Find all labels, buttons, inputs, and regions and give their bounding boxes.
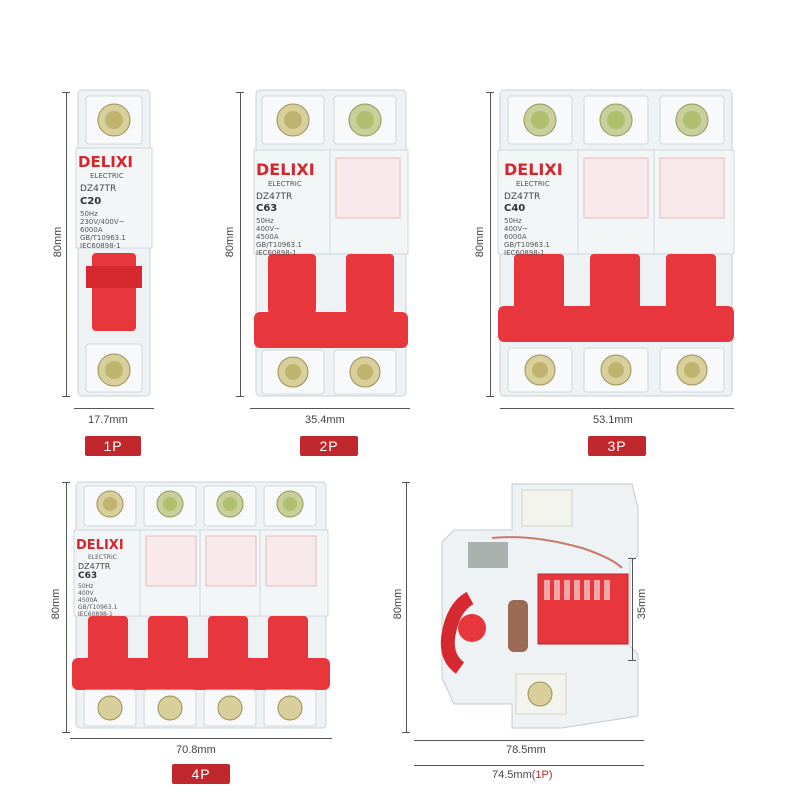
brand-logo: DELIXI [78,153,133,171]
rating-label: C40 [504,203,526,214]
height-dim-line [66,92,67,396]
rating-label: C20 [80,196,102,207]
breaker-2p-image [253,89,409,397]
dim-tick [62,482,70,483]
brand-subtitle: ELECTRIC [268,180,302,188]
breaker-side-view-image [440,483,639,729]
dim-tick [628,660,636,661]
dim-tick [486,396,494,397]
width-dim-line [74,408,154,409]
brand-logo: DELIXI [504,160,563,179]
breaker-4p-image [72,481,330,729]
brand-subtitle: ELECTRIC [516,180,550,188]
spec-text: 50Hz 230V/400V~ 6000A GB/T10963.1 IEC608… [80,210,126,250]
dim-tick [236,396,244,397]
depth-label: 78.5mm [506,744,546,756]
model-label: DZ47TR [256,192,293,202]
pole-badge-3p: 3P [588,436,646,456]
pole-badge-4p: 4P [172,764,230,784]
width-dim-line [70,738,332,739]
dim-tick [402,482,410,483]
width-label: 35.4mm [305,414,345,426]
height-dim-line [240,92,241,396]
pole-badge-2p: 2P [300,436,358,456]
model-label: DZ47TR [504,192,541,202]
width-dim-line [500,408,734,409]
width-label: 53.1mm [593,414,633,426]
spec-text: 50Hz 400V 4500A GB/T10963.1 IEC60898-1 [78,583,118,618]
inner-height-label: 35mm [636,588,648,620]
depth-1p-suffix: (1P) [531,769,553,781]
height-dim-line [490,92,491,396]
model-label: DZ47TR [78,562,111,571]
dim-tick [236,92,244,93]
brand-logo: DELIXI [76,538,124,553]
height-label: 80mm [224,226,236,258]
height-label: 80mm [50,588,62,620]
height-label: 80mm [392,588,404,620]
brand-logo: DELIXI [256,160,315,179]
spec-text: 50Hz 400V~ 4500A GB/T10963.1 IEC60898-1 [256,217,302,257]
height-dim-line [406,482,407,732]
inner-height-dim-line [632,558,633,660]
height-label: 80mm [474,226,486,258]
dim-tick [628,558,636,559]
height-label: 80mm [52,226,64,258]
dim-tick [62,732,70,733]
model-label: DZ47TR [80,184,117,194]
brand-subtitle: ELECTRIC [88,554,117,561]
height-dim-line [66,482,67,732]
brand-subtitle: ELECTRIC [90,172,124,180]
width-label: 70.8mm [176,744,216,756]
depth-1p-label: 74.5mm(1P) [492,769,553,781]
depth-dim-line [414,740,644,741]
dim-tick [486,92,494,93]
dim-tick [62,92,70,93]
dim-tick [62,396,70,397]
spec-text: 50Hz 400V~ 6000A GB/T10963.1 IEC60898-1 [504,217,550,257]
width-dim-line [250,408,410,409]
depth-1p-dim-line [414,765,644,766]
rating-label: C63 [256,203,278,214]
dim-tick [402,732,410,733]
breaker-3p-image [497,89,735,397]
depth-1p-value: 74.5mm [492,769,532,781]
rating-label: C63 [78,571,98,581]
breaker-1p-image [75,89,153,397]
width-label: 17.7mm [88,414,128,426]
pole-badge-1p: 1P [85,436,141,456]
